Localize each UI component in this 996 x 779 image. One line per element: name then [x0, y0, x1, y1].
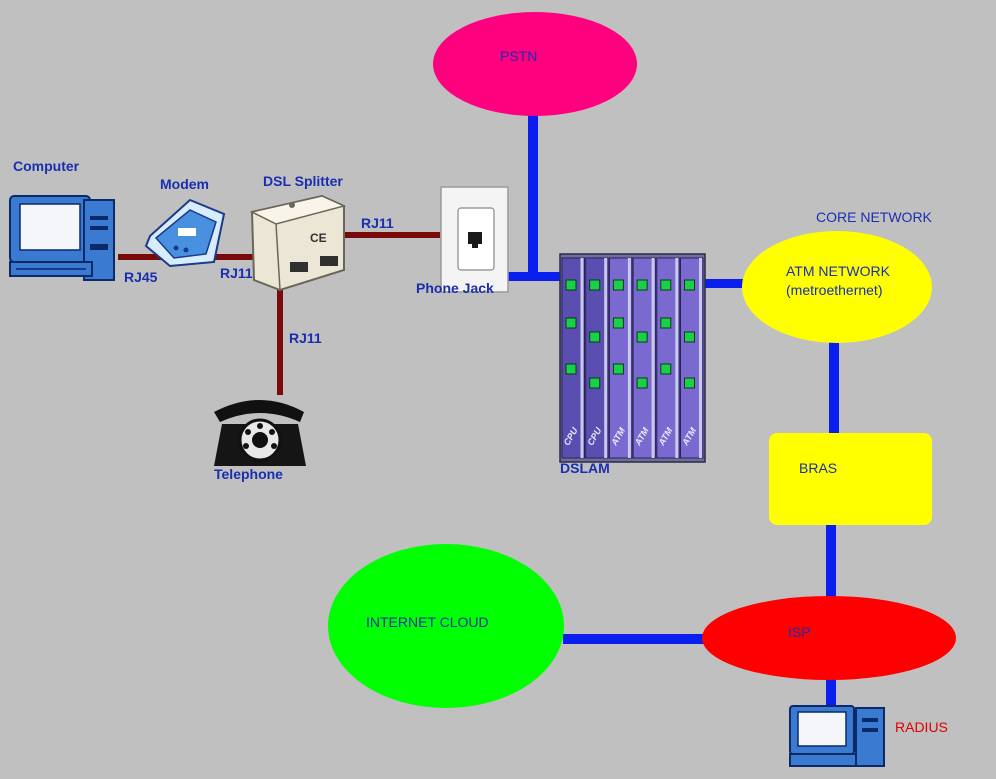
computer-label: Computer [13, 158, 80, 174]
radius-computer-icon [789, 705, 885, 767]
splitter-ce-mark: CE [310, 231, 327, 245]
dslam-card: ATM [609, 257, 633, 459]
pstn-ellipse [433, 12, 637, 116]
dslam-card: ATM [632, 257, 657, 459]
splitter-label: DSL Splitter [263, 173, 343, 189]
isp-ellipse [702, 596, 956, 680]
link-pstn-dslam [528, 114, 538, 280]
telephone-icon [214, 400, 306, 466]
atm-network-label: ATM NETWORK [786, 263, 890, 279]
dslam-card: ATM [680, 257, 704, 459]
link-isp-radius [826, 677, 836, 707]
modem-icon [144, 198, 226, 268]
link-bras-isp [826, 524, 836, 600]
atm-sub-label: (metroethernet) [786, 282, 883, 298]
phone-jack-icon [440, 186, 509, 293]
cable-rj11-modem [214, 254, 256, 260]
dslam-card: CPU [561, 257, 585, 459]
cable-rj11-phone [277, 287, 283, 395]
bras-label: BRAS [799, 460, 838, 476]
splitter-icon: CE [249, 194, 347, 292]
dslam-label: DSLAM [560, 460, 610, 476]
link-internet-isp [563, 634, 705, 644]
phone-jack-label: Phone Jack [416, 280, 494, 296]
rj45-label: RJ45 [124, 269, 158, 285]
radius-label: RADIUS [895, 719, 948, 735]
atm-network-ellipse [742, 231, 932, 343]
cable-rj45 [118, 254, 162, 260]
computer-icon [9, 195, 115, 281]
rj11-modem-label: RJ11 [220, 265, 253, 281]
internet-cloud-label: INTERNET CLOUD [366, 614, 489, 630]
isp-label: ISP [788, 624, 811, 640]
cable-links [118, 232, 440, 395]
bras-box [769, 433, 932, 525]
link-dslam-atm [704, 279, 746, 288]
internet-cloud-ellipse [328, 544, 564, 708]
cable-rj11-jack [342, 232, 440, 238]
pstn-label: PSTN [500, 48, 538, 64]
modem-label: Modem [160, 176, 209, 192]
telephone-label: Telephone [214, 466, 283, 482]
link-atm-bras [829, 342, 839, 434]
rj11-phone-label: RJ11 [289, 330, 322, 346]
core-network-label: CORE NETWORK [816, 209, 932, 225]
link-jack-dslam [508, 272, 563, 281]
backbone-links [508, 114, 839, 707]
dslam-card: CPU [585, 257, 609, 459]
rj11-jack-label: RJ11 [361, 215, 394, 231]
dslam-card: ATM [656, 257, 680, 459]
